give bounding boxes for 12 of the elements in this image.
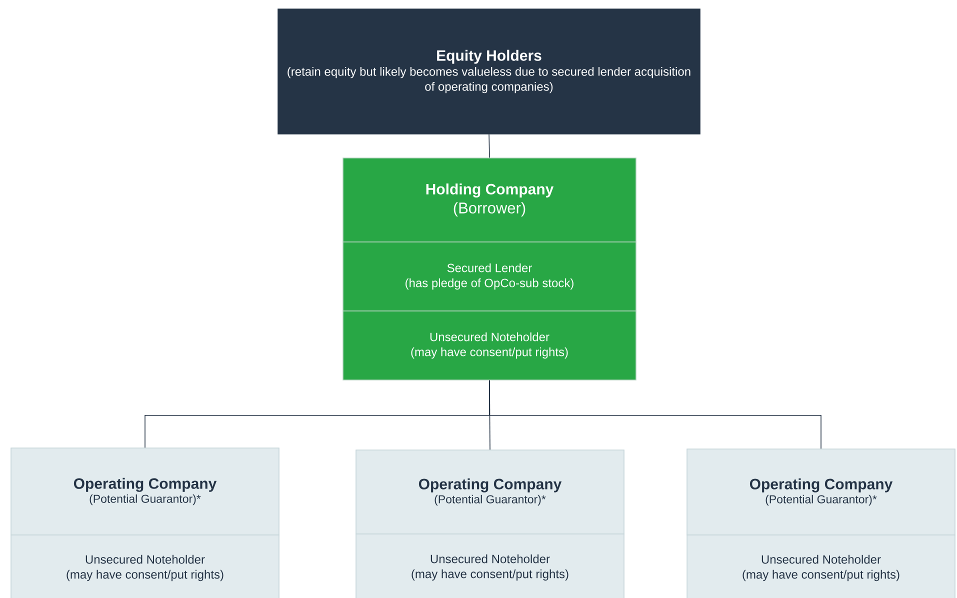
- noteholder-box: Unsecured Noteholder (may have consent/put rights): [10, 534, 280, 598]
- noteholder-box: Unsecured Noteholder (may have consent/put rights): [356, 534, 624, 598]
- connector-line: [489, 380, 822, 449]
- noteholder-box: Unsecured Noteholder (may have consent/put rights): [342, 310, 636, 380]
- operating-company-box: Operating Company (Potential Guarantor)*: [686, 448, 956, 536]
- lender-box: Secured Lender (has pledge of OpCo-sub stock): [342, 242, 636, 312]
- operating-company-box: Operating Company (Potential Guarantor)*: [356, 450, 624, 534]
- equity-holders-box: Equity Holders (retain equity but likely becomes valueless due to secured lender acquisition of operating companies): [278, 8, 700, 134]
- connector-line: [488, 134, 490, 158]
- operating-company-box: Operating Company (Potential Guarantor)*: [10, 448, 280, 536]
- noteholder-box: Unsecured Noteholder (may have consent/put rights): [686, 534, 956, 598]
- holding-company-box: Holding Company (Borrower): [342, 158, 636, 242]
